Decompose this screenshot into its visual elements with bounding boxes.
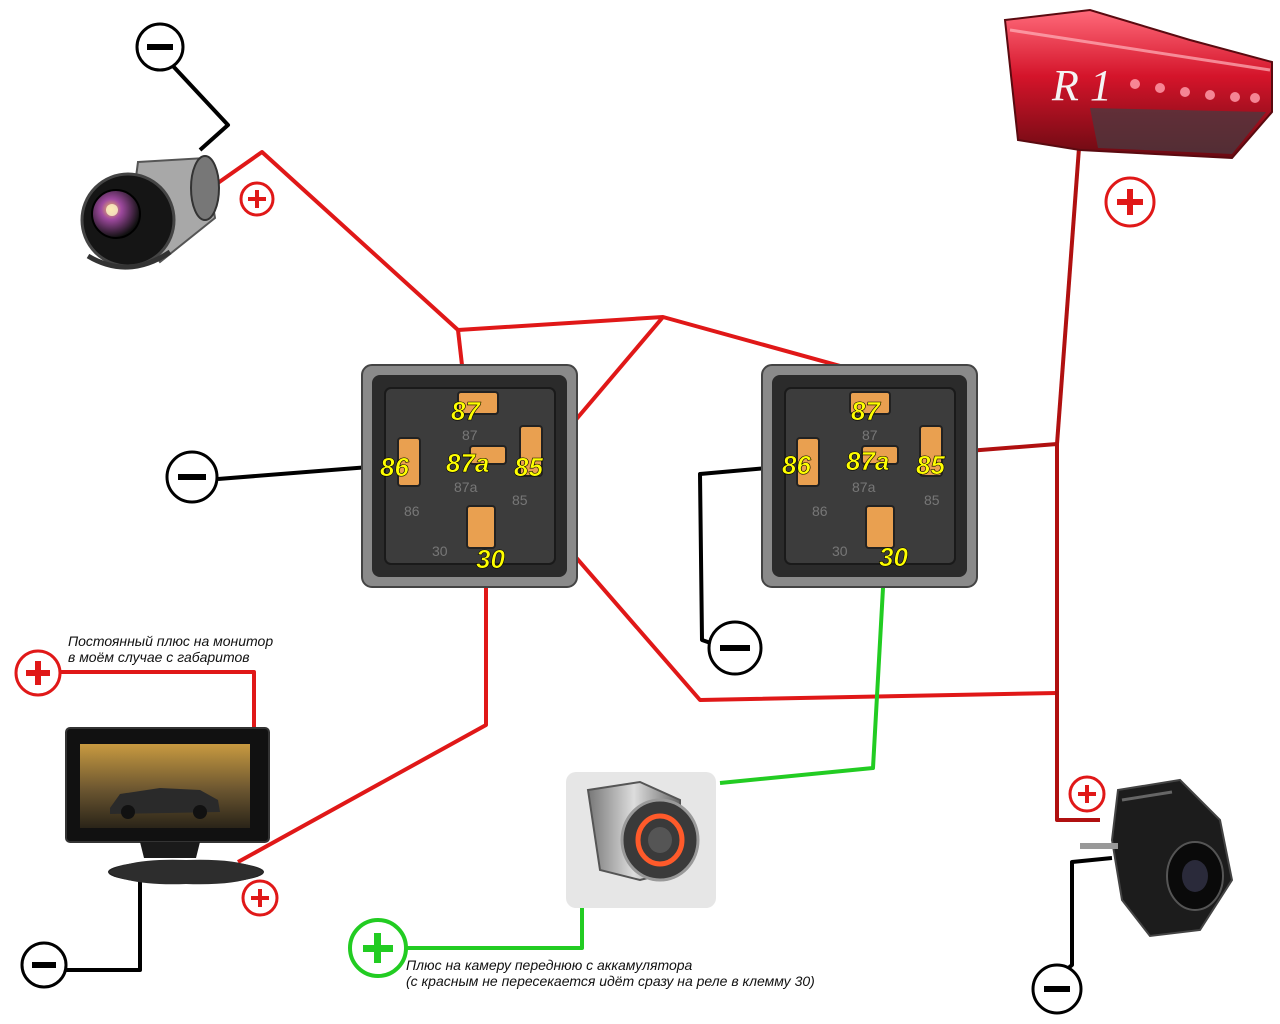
tail-light-wires (954, 147, 1100, 822)
tail-light-plus-sign (1104, 176, 1156, 228)
relay-right-86-minus-sign (707, 620, 763, 676)
front-camera-icon (80, 155, 220, 270)
monitor-plus-note-line1: Постоянный плюс на монитор (68, 633, 274, 649)
relay-right-embossed-87: 87 (862, 427, 878, 443)
relay-right-embossed-85: 85 (924, 492, 940, 508)
push-button-switch-icon (566, 772, 716, 908)
relay-left-embossed-87a: 87a (454, 479, 478, 495)
relay-right-pin-86: 86 (782, 450, 811, 480)
relay-right-30-switch-wire (719, 569, 886, 785)
relay-right-embossed-87a: 87a (852, 479, 876, 495)
relay-right-embossed-30: 30 (832, 543, 848, 559)
monitor-constant-plus-wire (60, 670, 256, 728)
front-camera-plus-wire (213, 150, 946, 397)
relay-left-86-minus-sign (165, 450, 219, 504)
relay-left-pin-86: 86 (380, 452, 409, 482)
monitor-plus-note-line2: в моём случае с габаритов (68, 649, 250, 665)
relay-left-30-monitor-wire (237, 570, 488, 864)
relay-right-embossed-86: 86 (812, 503, 828, 519)
relay-left-pin-30: 30 (476, 544, 505, 574)
relay-left-embossed-85: 85 (512, 492, 528, 508)
signs (14, 22, 1156, 1015)
relay-left-icon: 87 87a 85 86 30 87 87a 85 86 30 (361, 364, 578, 588)
minus-wires (66, 63, 1113, 977)
battery-plus-switch-wire (406, 890, 584, 950)
relay-right-icon: 87 87a 85 86 30 87 87a 85 86 30 (761, 364, 978, 588)
tail-light-icon: R 1 (1003, 8, 1273, 160)
front-camera-note-line1: Плюс на камеру переднюю с аккамулятора (406, 957, 693, 973)
monitor-minus-wire (66, 870, 142, 972)
front-camera-plus-sign (239, 181, 275, 217)
relay-left-embossed-87: 87 (462, 427, 478, 443)
relay-right-pin-87: 87 (851, 396, 881, 426)
rear-camera-minus-sign (1031, 963, 1083, 1015)
monitor-plus-sign (241, 879, 279, 917)
relay-right-pin-87a: 87a (846, 446, 889, 476)
switch-wires (406, 569, 886, 950)
monitor-constant-plus-sign (14, 649, 62, 697)
relay-right-pin-30: 30 (879, 542, 908, 572)
relay-left-embossed-30: 30 (432, 543, 448, 559)
relay-left-pin-85: 85 (514, 452, 543, 482)
rear-camera-minus-wire (1058, 856, 1113, 977)
relay-left-pin-87: 87 (451, 396, 481, 426)
relay-left-86-minus-wire (217, 464, 383, 481)
monitor-minus-sign (20, 941, 68, 989)
relay-right-85-wire (954, 442, 1100, 822)
tail-light-marking: R 1 (1051, 61, 1112, 110)
relay-left-embossed-86: 86 (404, 503, 420, 519)
tail-light-plus-wire (1055, 147, 1081, 445)
rear-camera-icon (1080, 778, 1234, 938)
monitor-icon (65, 727, 270, 885)
rear-camera-plus-sign (1068, 775, 1106, 813)
front-camera-minus-wire (170, 63, 230, 152)
battery-plus-sign (348, 918, 408, 978)
front-camera-minus-sign (135, 22, 185, 72)
relay-right-pin-85: 85 (916, 450, 945, 480)
relay-left-pin-87a: 87a (446, 448, 489, 478)
front-camera-note-line2: (с красным не пересекается идёт сразу на… (406, 973, 815, 989)
